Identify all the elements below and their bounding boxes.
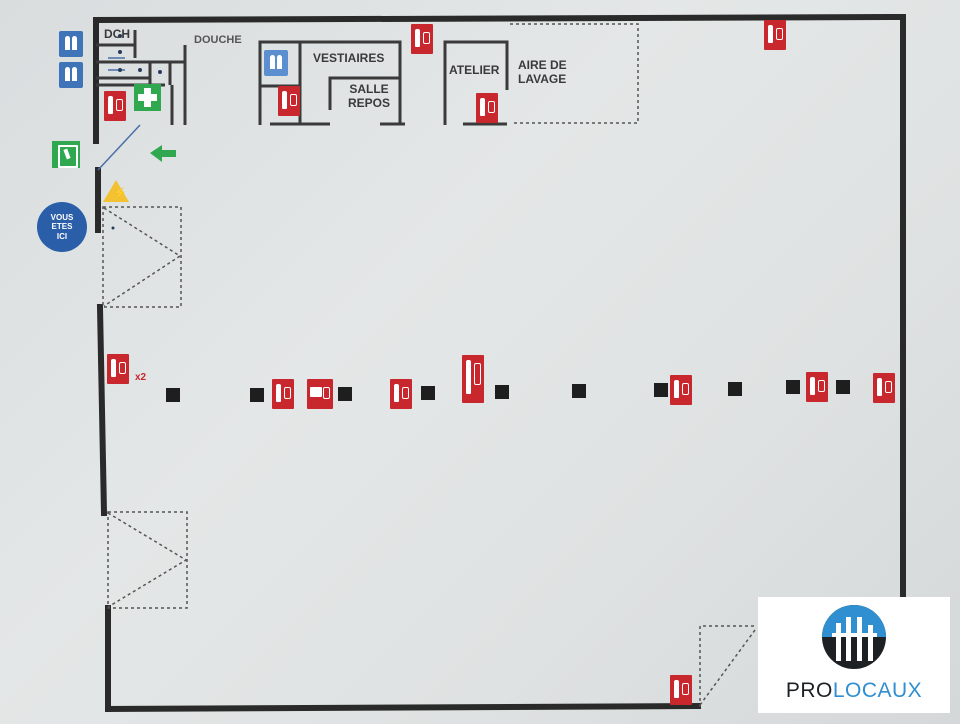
room-label-dch: DCH <box>104 27 130 41</box>
fire-extinguisher-cart-icon <box>307 379 333 409</box>
fire-extinguisher-icon <box>873 373 895 403</box>
emergency-exit-icon <box>52 141 80 168</box>
first-aid-icon <box>134 84 161 111</box>
fire-extinguisher-icon <box>670 375 692 405</box>
restroom-icon <box>264 50 288 76</box>
exit-arrow-icon-shape <box>150 145 176 162</box>
dashed-zones <box>102 23 756 707</box>
fire-extinguisher-icon <box>411 24 433 54</box>
fire-extinguisher-icon <box>390 379 412 409</box>
pillar <box>166 388 180 402</box>
room-label-douche: DOUCHE <box>194 34 242 46</box>
interior-walls <box>96 30 509 126</box>
pillar <box>338 387 352 401</box>
fire-extinguisher-icon <box>806 372 828 402</box>
fire-extinguisher-icon <box>272 379 294 409</box>
fixtures-dots <box>111 34 162 230</box>
pillar <box>250 388 264 402</box>
pillar <box>654 383 668 397</box>
fire-extinguisher-icon <box>670 675 692 705</box>
extinguisher-count-label: x2 <box>135 372 147 383</box>
room-label-aire-de-lavage: AIRE DE LAVAGE <box>518 58 567 86</box>
logo-icon <box>822 605 886 669</box>
door-swings <box>97 57 141 171</box>
fire-extinguisher-large-icon <box>462 355 484 403</box>
restroom-icon <box>59 62 83 88</box>
pillar <box>786 380 800 394</box>
electrical-hazard-icon: ⚡ <box>103 180 129 202</box>
pillar <box>495 385 509 399</box>
outer-walls <box>93 13 906 713</box>
fire-extinguisher-icon <box>107 354 129 384</box>
pillar <box>421 386 435 400</box>
fire-extinguisher-icon <box>104 91 126 121</box>
room-label-vestiaires: VESTIAIRES <box>313 51 385 65</box>
fire-extinguisher-icon <box>764 20 786 50</box>
logo-wordmark: PROLOCAUX <box>785 679 923 702</box>
room-label-atelier: ATELIER <box>449 63 500 77</box>
fire-extinguisher-icon <box>476 93 498 123</box>
prolocaux-logo: PROLOCAUX <box>758 597 950 713</box>
pillar <box>836 380 850 394</box>
room-label-salle-repos: SALLE REPOS <box>348 82 391 110</box>
fire-extinguisher-icon <box>278 86 300 116</box>
restroom-icon <box>59 31 83 57</box>
pillar <box>572 384 586 398</box>
pillar <box>728 382 742 396</box>
you-are-here-marker: VOUS ETES ICI <box>37 202 87 252</box>
